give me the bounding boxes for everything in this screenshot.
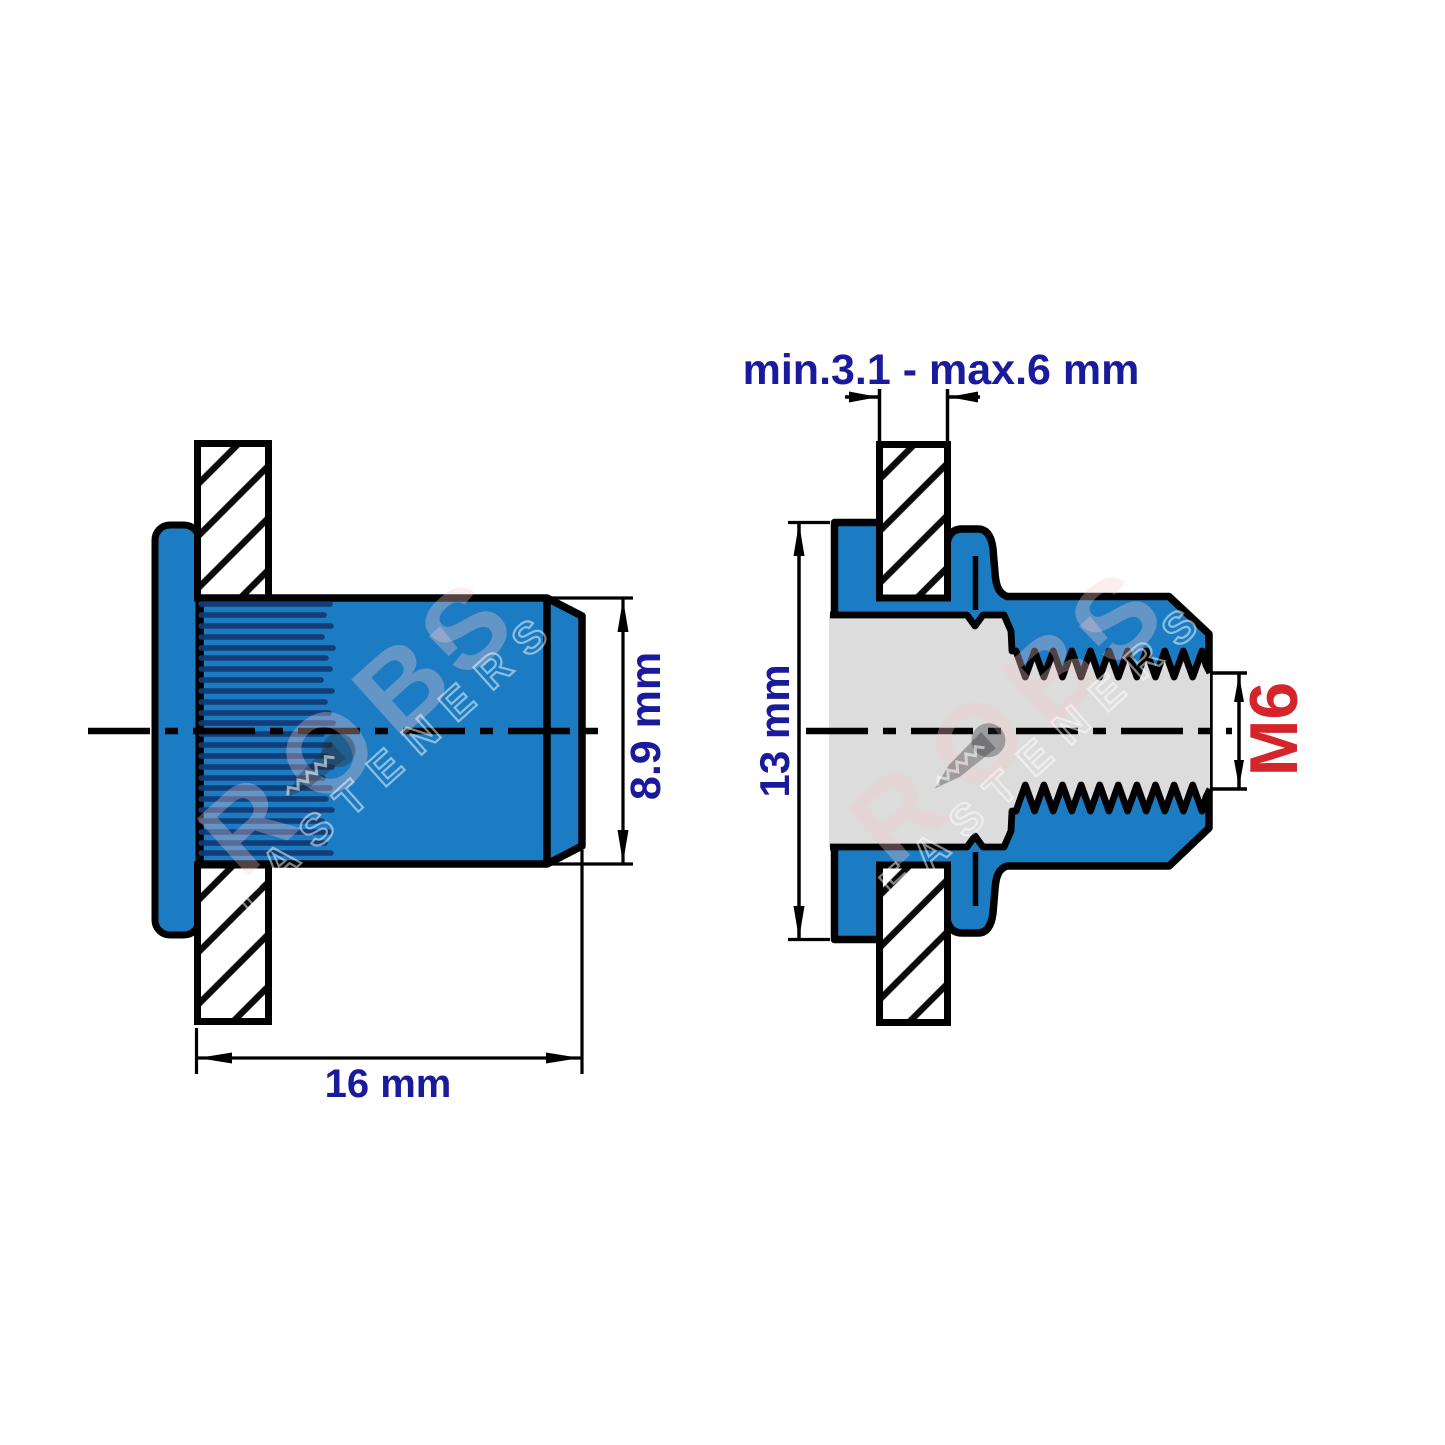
svg-text:16 mm: 16 mm (325, 1062, 452, 1106)
svg-text:8.9 mm: 8.9 mm (622, 652, 670, 800)
svg-text:13 mm: 13 mm (751, 664, 798, 797)
svg-text:min.3.1 - max.6 mm: min.3.1 - max.6 mm (743, 346, 1140, 394)
svg-text:M6: M6 (1236, 682, 1312, 776)
